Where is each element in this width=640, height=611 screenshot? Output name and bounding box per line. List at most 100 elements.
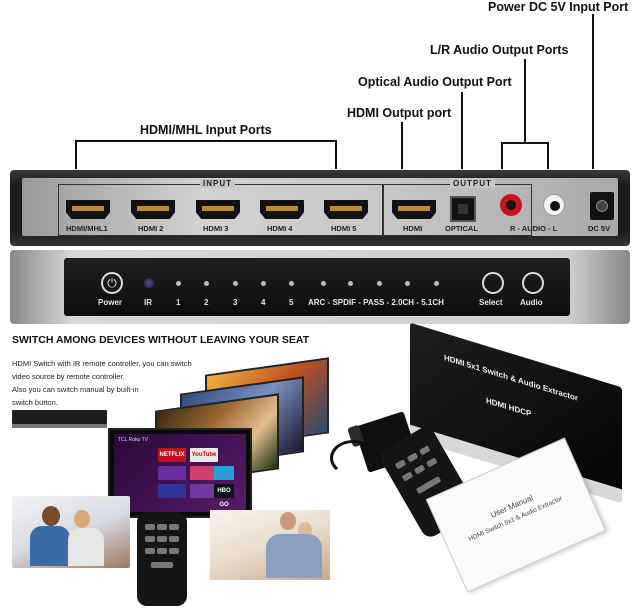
tv-tile-6 [190,484,218,498]
description-line-1: HDMI Switch with IR remote controller, y… [12,359,192,368]
optical-callout: Optical Audio Output Port [358,75,512,89]
lr-audio-line [524,59,526,142]
description-line-2: video source by remote controller. [12,372,125,381]
remote-key [145,536,155,542]
hdmi-input-port-4-label: HDMI 4 [267,224,293,233]
couple-head-1 [280,512,296,530]
section-description: HDMI Switch with IR remote controller, y… [12,357,202,409]
person-head-1 [42,506,60,526]
hdmi-input-port-3-label: HDMI 3 [203,224,229,233]
optical-port-label: OPTICAL [445,224,478,233]
power-cable [330,440,376,476]
section-heading: SWITCH AMONG DEVICES WITHOUT LEAVING YOU… [12,334,310,346]
remote-key [157,548,167,554]
audio-ports-label: R - AUDIO - L [510,224,558,233]
rca-right-port [500,194,522,216]
power-button[interactable] [101,272,123,294]
hdmi-input-port-3 [196,200,240,219]
mode-labels: ARC - SPDIF - PASS - 2.0CH - 5.1CH [308,298,444,307]
remote-key [169,548,179,554]
input-group-label: INPUT [200,179,235,188]
hdmi-output-port-label: HDMI [403,224,423,233]
hdmi-input-bracket-left [75,140,77,169]
hdmi-input-callout: HDMI/MHL Input Ports [140,123,272,137]
description-line-4: switch button. [12,398,58,407]
output-group-label: OUTPUT [450,179,495,188]
device-top-text: HDMI 5x1 Switch & Audio Extractor [444,352,578,403]
tv-tile-1: NETFLIX [158,448,186,462]
mini-switch-base [12,424,107,428]
hdmi-input-port-2-label: HDMI 2 [138,224,164,233]
power-button-label: Power [98,298,123,307]
remote-key [151,562,173,568]
person-body-1 [30,526,70,566]
lr-audio-bracket-left [501,142,503,169]
mode-led-spdif [348,281,353,286]
remote-key [394,459,407,470]
mode-led-2ch [405,281,410,286]
hdmi-input-port-5-label: HDMI 5 [331,224,357,233]
tv-brand: TCL Roku TV [118,437,149,443]
input-led-1-label: 1 [176,298,181,307]
hdmi-input-port-1 [66,200,110,219]
select-button[interactable] [482,272,504,294]
remote-key [418,445,431,456]
remote-key [401,471,414,482]
remote-key [157,536,167,542]
tv-tile-3 [158,466,186,480]
front-panel: Power IR 1 2 3 4 5 ARC - SPDIF - PASS - … [10,250,630,324]
input-led-3 [233,281,238,286]
description-line-3: Also you can switch manual by built-in [12,385,139,394]
hdmi-output-port [392,200,436,219]
remote-key [415,476,442,495]
mini-switch-image [12,410,107,424]
remote-key [413,464,426,475]
tv-tile-2: YouTube [190,448,218,462]
hdmi-input-bracket [75,140,337,142]
hdmi-input-port-2 [131,200,175,219]
lr-audio-bracket-right [547,142,549,169]
hdmi-input-port-1-label: HDMI/MHL1 [66,224,108,233]
power-input-callout: Power DC 5V Input Port [488,0,629,14]
person-head-2 [74,510,90,528]
hdmi-input-bracket-right [335,140,337,169]
mode-led-arc [321,281,326,286]
input-led-5 [289,281,294,286]
remote-control-left [137,512,187,606]
input-led-5-label: 5 [289,298,294,307]
audio-button[interactable] [522,272,544,294]
person-body-2 [68,528,104,566]
hdmi-input-port-4 [260,200,304,219]
input-led-4 [261,281,266,286]
front-panel-face: Power IR 1 2 3 4 5 ARC - SPDIF - PASS - … [64,258,570,316]
family-photo [12,496,130,568]
remote-key [425,457,438,468]
remote-key [169,536,179,542]
mode-led-pass [377,281,382,286]
ir-sensor [144,278,154,288]
optical-line [461,92,463,169]
input-led-1 [176,281,181,286]
device-hdcp-text: HDMI HDCP [486,395,532,419]
hdmi-output-line [401,122,403,169]
couple-photo [210,510,330,580]
tv-tile-8: HBO GO [214,484,234,508]
dc-power-port [590,192,614,220]
rear-panel-face: INPUT OUTPUT HDMI/MHL1 HDMI 2 HDMI 3 HDM… [22,178,618,236]
lr-audio-callout: L/R Audio Output Ports [430,43,569,57]
input-led-3-label: 3 [233,298,238,307]
remote-key [406,452,419,463]
tv-tile-4 [190,466,218,480]
remote-key [157,524,167,530]
power-line [592,14,594,169]
audio-button-label: Audio [520,298,543,307]
remote-key [145,548,155,554]
rca-left-port [543,194,565,216]
couple-body [266,534,322,578]
tv-tile-7 [214,466,234,480]
optical-port [450,196,476,222]
lr-audio-bracket [501,142,549,144]
input-led-4-label: 4 [261,298,266,307]
tv-tile-5 [158,484,186,498]
hdmi-input-port-5 [324,200,368,219]
